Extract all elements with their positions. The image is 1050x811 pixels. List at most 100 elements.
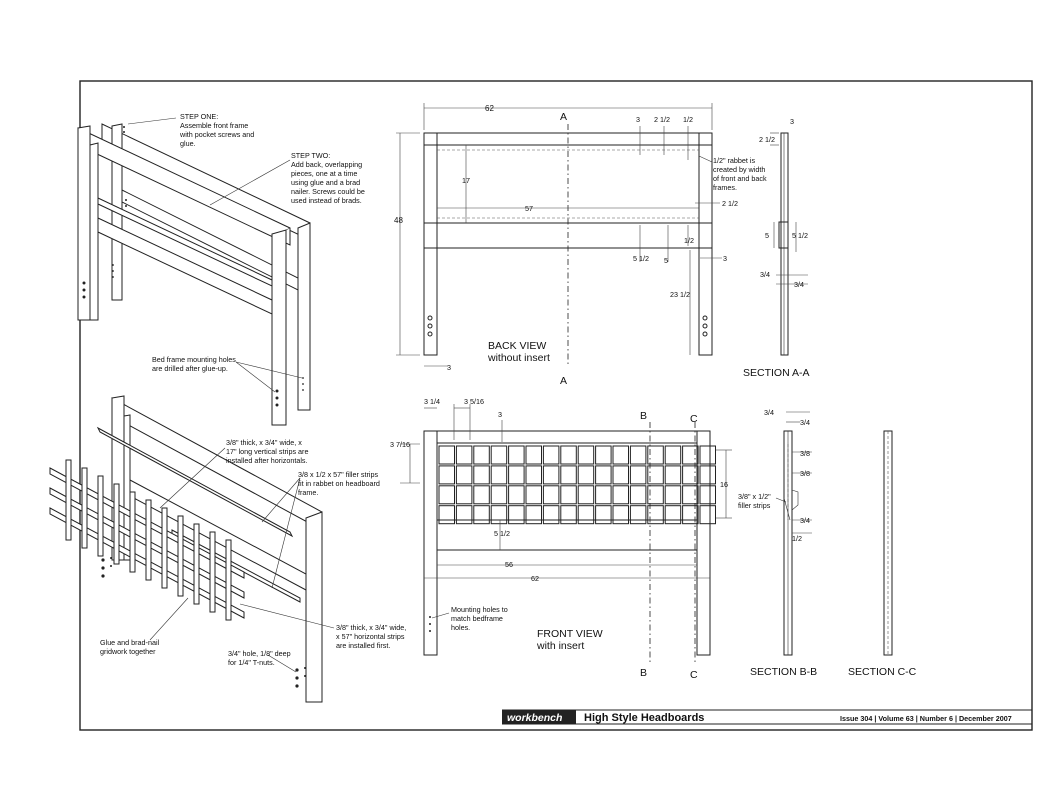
mounting-holes-note: match bedframe <box>451 614 503 623</box>
front-grid-squares <box>438 445 716 525</box>
grid-square <box>560 485 577 505</box>
dim-back-5-5: 5 1/2 <box>633 254 649 263</box>
grid-square <box>525 505 542 525</box>
grid-square <box>455 485 473 505</box>
dim-front-5-5: 5 1/2 <box>494 529 510 538</box>
mounting-holes-note: Mounting holes to <box>451 605 508 614</box>
section-bb-title: SECTION B-B <box>750 666 817 678</box>
grid-square <box>699 485 716 505</box>
grid-square <box>525 465 542 485</box>
grid-square <box>508 465 525 485</box>
step-two-line: Add back, overlapping <box>291 160 362 169</box>
grid-square <box>455 465 473 485</box>
grid-square <box>560 505 577 525</box>
grid-square <box>542 445 560 465</box>
step-two-line: pieces, one at a time <box>291 169 357 178</box>
tnut-hole-note: for 1/4" T-nuts. <box>228 658 275 667</box>
dim-front-3-516: 3 5/16 <box>464 397 484 406</box>
grid-square <box>664 485 682 505</box>
grid-square <box>455 445 473 465</box>
dim-aa-34b: 3/4 <box>794 280 804 289</box>
step-two-line: used instead of brads. <box>291 196 362 205</box>
dim-back-3: 3 <box>636 115 640 124</box>
rabbet-note: created by width <box>713 165 765 174</box>
back-view-subtitle: without insert <box>487 352 550 364</box>
section-cc-title: SECTION C-C <box>848 666 917 678</box>
filler-bb-note: 3/8" x 1/2" <box>738 492 771 501</box>
dim-front-16: 16 <box>720 480 728 489</box>
glue-grid-note: gridwork together <box>100 647 156 656</box>
section-marker-b-top: B <box>640 410 647 422</box>
section-aa-title: SECTION A-A <box>743 367 810 379</box>
grid-square <box>508 505 525 525</box>
tnut-hole-note: 3/4" hole, 1/8" deep <box>228 649 291 658</box>
grid-square <box>595 445 612 465</box>
mounting-holes-note: holes. <box>451 623 470 632</box>
grid-square <box>508 445 525 465</box>
filler-bb-note: filler strips <box>738 501 771 510</box>
grid-square <box>629 485 647 505</box>
dim-back-5: 5 <box>664 256 668 265</box>
grid-square <box>647 485 664 505</box>
grid-square <box>438 505 455 525</box>
grid-square <box>595 485 612 505</box>
dim-aa-3: 3 <box>790 117 794 126</box>
grid-square <box>612 465 629 485</box>
filler-strips-note: 3/8 x 1/2 x 57" filler strips <box>298 470 378 479</box>
back-view-drawing <box>396 103 722 367</box>
vertical-strips-note: installed after horizontals. <box>226 456 308 465</box>
step-one-heading: STEP ONE: <box>180 112 218 121</box>
dim-back-2-5: 2 1/2 <box>654 115 670 124</box>
insert-isometric <box>49 395 335 703</box>
section-marker-c-bottom: C <box>690 669 698 681</box>
section-cc-drawing <box>883 430 893 656</box>
section-marker-b-bottom: B <box>640 667 647 679</box>
grid-square <box>542 485 560 505</box>
grid-square <box>490 485 508 505</box>
vertical-strips-note: 17" long vertical strips are <box>226 447 308 456</box>
filler-strips-note: fit in rabbet on headboard <box>298 479 380 488</box>
dim-front-56: 56 <box>505 560 513 569</box>
grid-square <box>455 505 473 525</box>
front-view-subtitle: with insert <box>536 640 584 652</box>
bed-holes-note: Bed frame mounting holes <box>152 355 236 364</box>
dim-back-half: 1/2 <box>683 115 693 124</box>
svg-text:3/8" thick, x 3/4" wide, x17": 3/8" thick, x 3/4" wide, x17" long verti… <box>226 438 308 465</box>
back-view-title: BACK VIEW <box>488 340 546 352</box>
horizontal-strips-note: x 57" horizontal strips <box>336 632 405 641</box>
dim-back-57: 57 <box>525 204 533 213</box>
rabbet-note: frames. <box>713 183 737 192</box>
section-marker-a-top: A <box>560 111 567 123</box>
dim-back-3b: 3 <box>723 254 727 263</box>
horizontal-strips-note: 3/8" thick, x 3/4" wide, <box>336 623 406 632</box>
grid-square <box>577 465 595 485</box>
dim-bb-34c: 3/4 <box>800 516 810 525</box>
dim-bb-38b: 3/8 <box>800 469 810 478</box>
step-two-line: using glue and a brad <box>291 178 360 187</box>
step-one-line: with pocket screws and <box>179 130 254 139</box>
grid-square <box>664 445 682 465</box>
svg-text:3/8" x 1/2"filler strips: 3/8" x 1/2"filler strips <box>738 492 771 510</box>
grid-square <box>577 445 595 465</box>
step-two-heading: STEP TWO: <box>291 151 330 160</box>
footer-issue: Issue 304 | Volume 63 | Number 6 | Decem… <box>840 714 1012 723</box>
grid-square <box>699 445 716 465</box>
grid-square <box>473 505 490 525</box>
svg-text:3/8" thick, x 3/4" wide,x 57": 3/8" thick, x 3/4" wide,x 57" horizontal… <box>336 623 406 650</box>
dim-front-3-716: 3 7/16 <box>390 440 410 449</box>
grid-square <box>473 485 490 505</box>
dim-back-23-5: 23 1/2 <box>670 290 690 299</box>
grid-square <box>542 505 560 525</box>
grid-square <box>612 485 629 505</box>
assembly-isometric <box>77 117 311 426</box>
grid-square <box>647 505 664 525</box>
grid-square <box>629 445 647 465</box>
